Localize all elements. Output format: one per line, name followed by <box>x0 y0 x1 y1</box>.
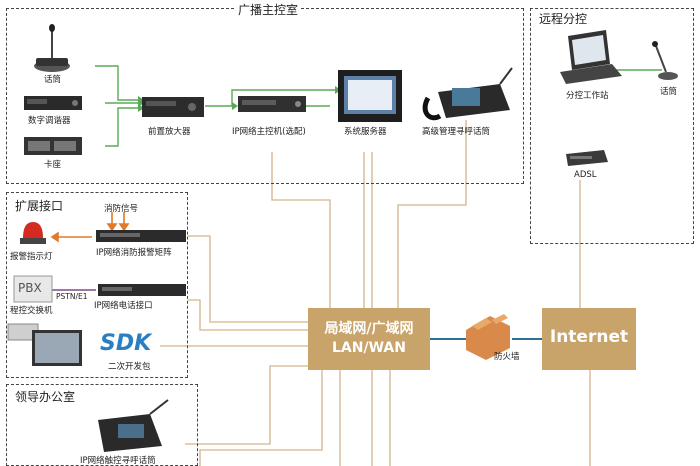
camera-icon <box>7 323 82 366</box>
line-touch-pager <box>185 365 308 445</box>
label-sdk: 二次开发包 <box>108 362 151 372</box>
alarm-light-icon <box>20 222 46 244</box>
label-tuner: 数字调谐器 <box>28 116 71 126</box>
server-icon <box>338 70 402 122</box>
line-bottom-1 <box>199 368 323 466</box>
label-ip-host: IP网络主控机(选配) <box>232 127 306 137</box>
laptop-icon <box>560 30 622 84</box>
internet-hub-label: Internet <box>549 327 629 347</box>
label-phone-if: IP网络电话接口 <box>94 301 153 311</box>
fire-alarm-matrix-icon <box>96 230 186 242</box>
label-adsl: ADSL <box>574 170 597 180</box>
line-fire-matrix <box>188 235 308 323</box>
label-deck: 卡座 <box>44 160 62 170</box>
label-remote-pc: 分控工作站 <box>566 91 609 101</box>
preamplifier-icon <box>142 97 204 117</box>
label-pbx: 程控交换机 <box>10 306 53 316</box>
lan-wan-hub: 局域网/广域网 LAN/WAN <box>308 308 430 370</box>
label-mic: 话筒 <box>44 75 62 85</box>
lan-connections <box>160 120 591 466</box>
region-remote-control <box>530 8 694 244</box>
advanced-pager-icon <box>422 67 513 121</box>
label-pbx-box: PBX <box>18 281 42 295</box>
label-firewall: 防火墙 <box>494 352 520 362</box>
cassette-deck-icon <box>24 137 82 155</box>
microphone-icon <box>34 24 70 72</box>
lan-hub-label-cn: 局域网/广域网 <box>324 321 414 337</box>
sdk-logo: SDK <box>100 331 152 356</box>
audio-connections <box>95 65 662 147</box>
label-remote-mic: 话筒 <box>660 87 678 97</box>
region-expansion <box>6 192 188 378</box>
adsl-modem-icon <box>566 150 608 166</box>
phone-interface-icon <box>98 284 186 296</box>
touch-pager-icon <box>98 399 169 452</box>
tuner-icon <box>24 96 82 110</box>
ip-host-icon <box>238 96 306 112</box>
remote-microphone-icon <box>652 41 678 80</box>
label-pager-adv: 高级管理寻呼话筒 <box>422 127 491 137</box>
region-title-broadcast: 广播主控室 <box>235 1 302 18</box>
label-preamp: 前置放大器 <box>148 127 191 137</box>
region-title-remote: 远程分控 <box>536 10 591 27</box>
lan-hub-label-en: LAN/WAN <box>332 340 406 356</box>
line-ip-host <box>271 152 331 310</box>
line-phone-if <box>188 299 308 331</box>
label-fire-signal: 消防信号 <box>104 204 139 214</box>
pbx-box-icon <box>13 275 53 303</box>
label-touch-pager: IP网络触控寻呼话筒 <box>80 456 156 466</box>
label-pstn: PSTN/E1 <box>56 292 88 301</box>
region-title-expansion: 扩展接口 <box>12 197 67 214</box>
label-fire-matrix: IP网络消防报警矩阵 <box>96 248 172 258</box>
label-server: 系统服务器 <box>344 127 387 137</box>
line-pager <box>397 120 467 310</box>
region-title-leader: 领导办公室 <box>12 388 79 405</box>
label-alarm-light: 报警指示灯 <box>10 252 53 262</box>
internet-hub: Internet <box>542 308 636 370</box>
firewall-icon <box>466 314 510 360</box>
region-broadcast-room <box>6 8 524 184</box>
